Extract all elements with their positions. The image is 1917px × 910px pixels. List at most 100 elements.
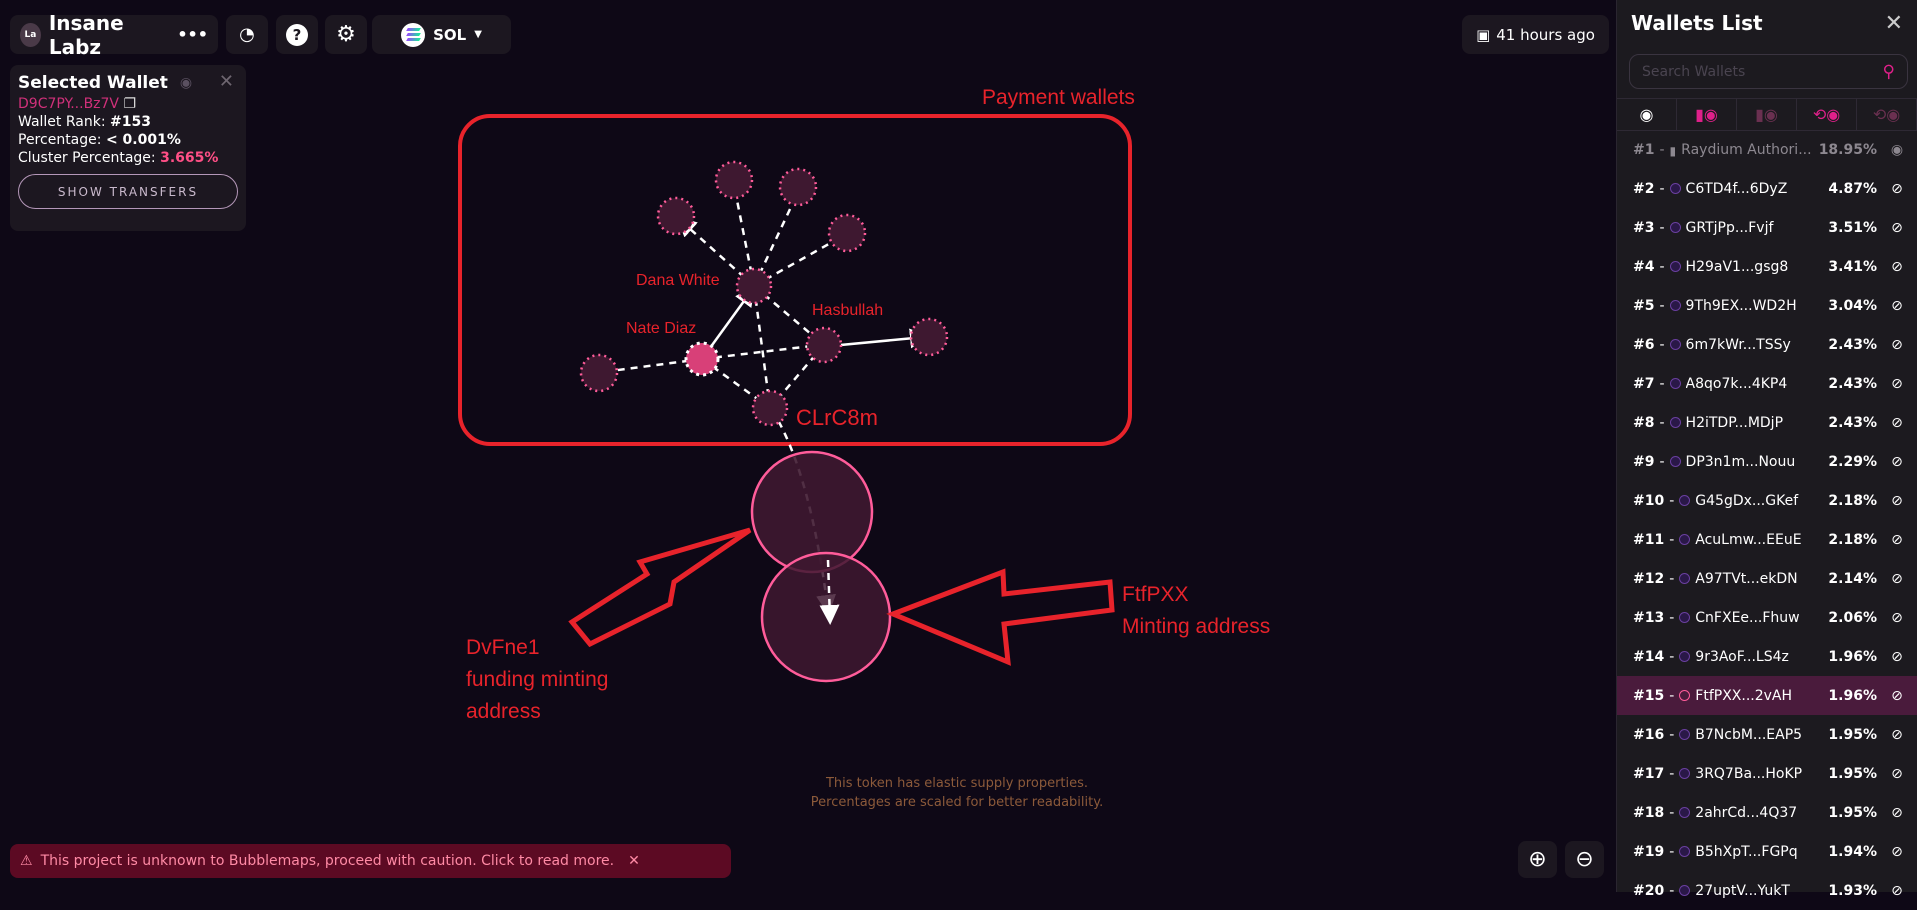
wallet-rank: #2 — [1633, 180, 1655, 197]
wallet-bubble[interactable] — [656, 196, 696, 236]
wallet-bubble-hasbullah[interactable] — [805, 326, 843, 364]
close-icon[interactable]: ✕ — [628, 853, 640, 869]
wallet-percentage: 2.14% — [1828, 570, 1877, 587]
copy-icon[interactable]: ❐ — [123, 96, 137, 112]
eye-off-icon[interactable]: ⊘ — [1891, 492, 1903, 509]
eye-off-icon[interactable]: ⊘ — [1891, 531, 1903, 548]
warning-banner[interactable]: ⚠ This project is unknown to Bubblemaps,… — [10, 844, 731, 878]
eye-off-icon[interactable]: ⊘ — [1891, 297, 1903, 314]
settings-button[interactable]: ⚙ — [325, 15, 367, 54]
wallet-bubble[interactable] — [714, 160, 754, 200]
eye-off-icon[interactable]: ⊘ — [1891, 687, 1903, 704]
wallet-address[interactable]: D9C7PY...Bz7V ❐ — [18, 96, 238, 112]
calendar-icon: ▣ — [1476, 25, 1491, 44]
wallet-percentage: 1.94% — [1828, 843, 1877, 860]
eye-off-icon[interactable]: ⊘ — [1891, 219, 1903, 236]
warning-text: This project is unknown to Bubblemaps, p… — [40, 853, 615, 869]
wallet-row[interactable]: #1-▮Raydium Authori...18.95%◉ — [1617, 130, 1917, 169]
close-icon[interactable]: ✕ — [218, 71, 234, 92]
eye-off-icon[interactable]: ◉ — [179, 75, 193, 91]
cluster-percentage: Cluster Percentage: 3.665% — [18, 150, 238, 166]
separator: - — [1659, 375, 1665, 392]
stats-button[interactable]: ◔ — [226, 15, 268, 54]
eye-off-icon[interactable]: ⊘ — [1891, 882, 1903, 899]
separator: - — [1669, 765, 1675, 782]
search-input[interactable] — [1642, 63, 1862, 80]
eye-off-icon[interactable]: ⊘ — [1891, 375, 1903, 392]
wallet-bubble[interactable] — [909, 317, 949, 357]
separator: - — [1669, 843, 1675, 860]
eye-off-icon[interactable]: ⊘ — [1891, 726, 1903, 743]
eye-off-icon[interactable]: ⊘ — [1891, 414, 1903, 431]
wallet-rank: #13 — [1633, 609, 1665, 626]
wallet-bubble-nate-selected[interactable] — [684, 341, 720, 377]
project-selector[interactable]: La Insane Labz ••• — [10, 11, 218, 59]
separator: - — [1659, 219, 1665, 236]
show-transfers-button[interactable]: SHOW TRANSFERS — [18, 174, 238, 209]
filter-hide-exchanges[interactable]: ⟲◉ — [1857, 99, 1917, 130]
help-button[interactable]: ? — [276, 15, 318, 54]
separator: - — [1659, 297, 1665, 314]
annotation-line: funding minting — [466, 668, 609, 691]
filter-hide-contracts[interactable]: ▮◉ — [1737, 99, 1797, 130]
elastic-supply-note: This token has elastic supply properties… — [825, 776, 1089, 791]
filter-show-exchanges[interactable]: ⟲◉ — [1797, 99, 1857, 130]
edge-hasbullah — [814, 328, 930, 358]
search-box[interactable]: ⚲ — [1629, 54, 1908, 89]
eye-off-icon[interactable]: ⊘ — [1891, 180, 1903, 197]
wallet-name: 9Th9EX...WD2H — [1685, 297, 1797, 314]
wallet-bubble-dana[interactable] — [735, 267, 773, 305]
filter-show-all[interactable]: ◉ — [1617, 99, 1677, 130]
wallet-bubble[interactable] — [579, 353, 619, 393]
eye-off-icon[interactable]: ⊘ — [1891, 843, 1903, 860]
wallet-bubble[interactable] — [778, 167, 818, 207]
eye-off-icon[interactable]: ⊘ — [1891, 648, 1903, 665]
wallet-bubble[interactable] — [827, 213, 867, 253]
wallet-bubble-ftfpxx[interactable] — [760, 551, 892, 683]
eye-off-icon[interactable]: ⊘ — [1891, 570, 1903, 587]
close-icon[interactable]: ✕ — [1884, 10, 1903, 36]
annotation-payment-wallets: Payment wallets — [982, 86, 1135, 109]
zoom-in-button[interactable]: ⊕ — [1518, 841, 1557, 878]
chain-selector[interactable]: SOL ▼ — [372, 15, 511, 54]
filter-show-contracts[interactable]: ▮◉ — [1677, 99, 1737, 130]
wallets-sidebar: Wallets List✕ ⚲ ◉ ▮◉ ▮◉ ⟲◉ ⟲◉ #1-▮Raydiu… — [1616, 0, 1917, 899]
wallet-rank: #15 — [1633, 687, 1665, 704]
zoom-out-button[interactable]: ⊖ — [1565, 841, 1604, 878]
wallet-address-text: D9C7PY...Bz7V — [18, 96, 120, 112]
eye-off-icon[interactable]: ⊘ — [1891, 453, 1903, 470]
warning-icon: ⚠ — [20, 853, 33, 869]
bubble-graph[interactable] — [0, 0, 1610, 892]
edge-to-minting — [819, 559, 840, 625]
eye-off-icon[interactable]: ⊘ — [1891, 804, 1903, 821]
eye-off-icon[interactable]: ⊘ — [1891, 336, 1903, 353]
wallet-bubble-clrc[interactable] — [751, 389, 789, 427]
eye-icon[interactable]: ◉ — [1890, 141, 1904, 158]
time-indicator[interactable]: ▣ 41 hours ago — [1462, 15, 1609, 54]
more-icon[interactable]: ••• — [177, 25, 208, 44]
eye-off-icon[interactable]: ⊘ — [1891, 609, 1903, 626]
search-icon[interactable]: ⚲ — [1882, 61, 1895, 82]
eye-off-icon[interactable]: ⊘ — [1891, 765, 1903, 782]
wallet-percentage: 4.87% — [1828, 180, 1877, 197]
eye-off-icon[interactable]: ⊘ — [1891, 258, 1903, 275]
